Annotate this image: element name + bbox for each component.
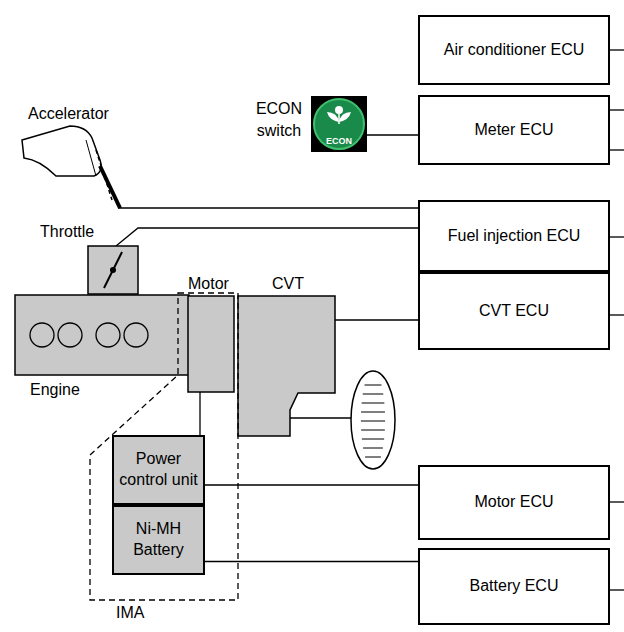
part-label: ECON switch: [253, 98, 305, 141]
box-label: Battery ECU: [470, 576, 559, 597]
tread-line: [365, 385, 382, 386]
ecu-box: CVT ECU: [418, 272, 610, 350]
part-label: Engine: [30, 380, 80, 400]
tread-line: [363, 448, 383, 449]
accelerator-pedal: [22, 126, 120, 208]
region-label: IMA: [116, 604, 144, 622]
tread-line: [363, 394, 384, 395]
connector-line: [205, 561, 418, 562]
ecu-box: Meter ECU: [418, 95, 610, 165]
part-label: Accelerator: [28, 104, 109, 124]
box-label: Ni-MH Battery: [118, 519, 199, 561]
cvt-housing: [238, 296, 335, 436]
box-label: Motor ECU: [474, 492, 553, 513]
ima-region: IMA Power control unitNi-MH Battery: [88, 291, 240, 627]
part-label: Throttle: [40, 222, 94, 242]
box-label: Meter ECU: [474, 120, 553, 141]
part-label: Motor: [188, 274, 229, 294]
box-label: Fuel injection ECU: [448, 226, 581, 247]
ecu-box: Fuel injection ECU: [418, 200, 610, 272]
tread-line: [362, 439, 384, 440]
bus-stub: [610, 50, 624, 590]
ecu-box: Air conditioner ECU: [418, 15, 610, 85]
box-label: Air conditioner ECU: [444, 40, 585, 61]
ecu-box: Motor ECU: [418, 465, 610, 540]
tread-line: [361, 430, 385, 431]
unit-box: Power control unit: [112, 435, 205, 505]
econ-switch-icon: [311, 96, 367, 152]
motor-body: [188, 296, 234, 392]
unit-box: Ni-MH Battery: [112, 505, 205, 575]
tread-line: [362, 403, 385, 404]
box-label: Power control unit: [118, 449, 199, 491]
throttle-body: [88, 246, 138, 294]
tread-line: [361, 412, 385, 413]
connector-line: [205, 484, 418, 485]
wheel: [351, 371, 395, 469]
box-label: CVT ECU: [479, 301, 549, 322]
engine-block: [15, 295, 189, 375]
dashed-boundary: [90, 293, 238, 600]
tread-line: [365, 457, 381, 458]
ecu-box: Battery ECU: [418, 548, 610, 625]
tread-line: [361, 421, 385, 422]
drive-shaft: [290, 417, 352, 419]
icon-text: ECON: [326, 136, 352, 147]
part-label: CVT: [272, 274, 304, 294]
